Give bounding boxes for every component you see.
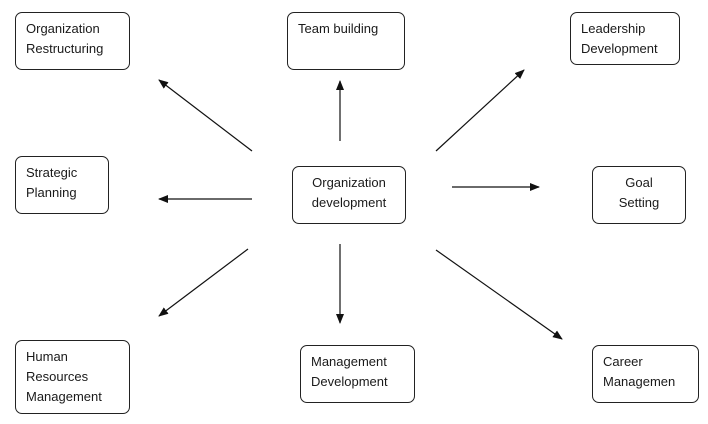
node-management-development: Management Development — [300, 345, 415, 403]
node-team-building: Team building — [287, 12, 405, 70]
node-label-line: Restructuring — [26, 41, 104, 56]
node-label-line: Setting — [618, 195, 660, 210]
node-label-line: Organization — [26, 21, 100, 36]
node-label-line: Leadership — [581, 21, 646, 36]
node-organization-restructuring: Organization Restructuring — [15, 12, 130, 70]
node-label-line: Development — [311, 374, 388, 389]
node-label-line: Team building — [298, 21, 379, 36]
node-human-resources-management: Human Resources Management — [15, 340, 130, 414]
node-label-line: Development — [581, 41, 658, 56]
node-label-line: Career — [603, 354, 643, 369]
node-goal-setting: Goal Setting — [592, 166, 686, 224]
node-career-management: Career Managemen — [592, 345, 699, 403]
node-label-line: Planning — [26, 185, 77, 200]
node-label-line: Management — [311, 354, 387, 369]
node-label-line: Human — [26, 349, 68, 364]
arrow-to-career-management — [435, 249, 563, 340]
node-label-line: Organization — [312, 175, 386, 190]
arrow-to-org-restructuring — [158, 79, 253, 152]
node-organization-development: Organization development — [292, 166, 406, 224]
node-label-line: Goal — [625, 175, 653, 190]
arrow-to-leadership-development — [435, 69, 525, 152]
node-label-line: Resources — [26, 369, 89, 384]
node-leadership-development: Leadership Development — [570, 12, 680, 65]
node-label-line: Management — [26, 389, 102, 404]
node-label-line: Strategic — [26, 165, 78, 180]
node-strategic-planning: Strategic Planning — [15, 156, 109, 214]
arrow-to-hr-management — [158, 248, 249, 317]
node-label-line: Managemen — [603, 374, 676, 389]
node-label-line: development — [311, 195, 387, 210]
